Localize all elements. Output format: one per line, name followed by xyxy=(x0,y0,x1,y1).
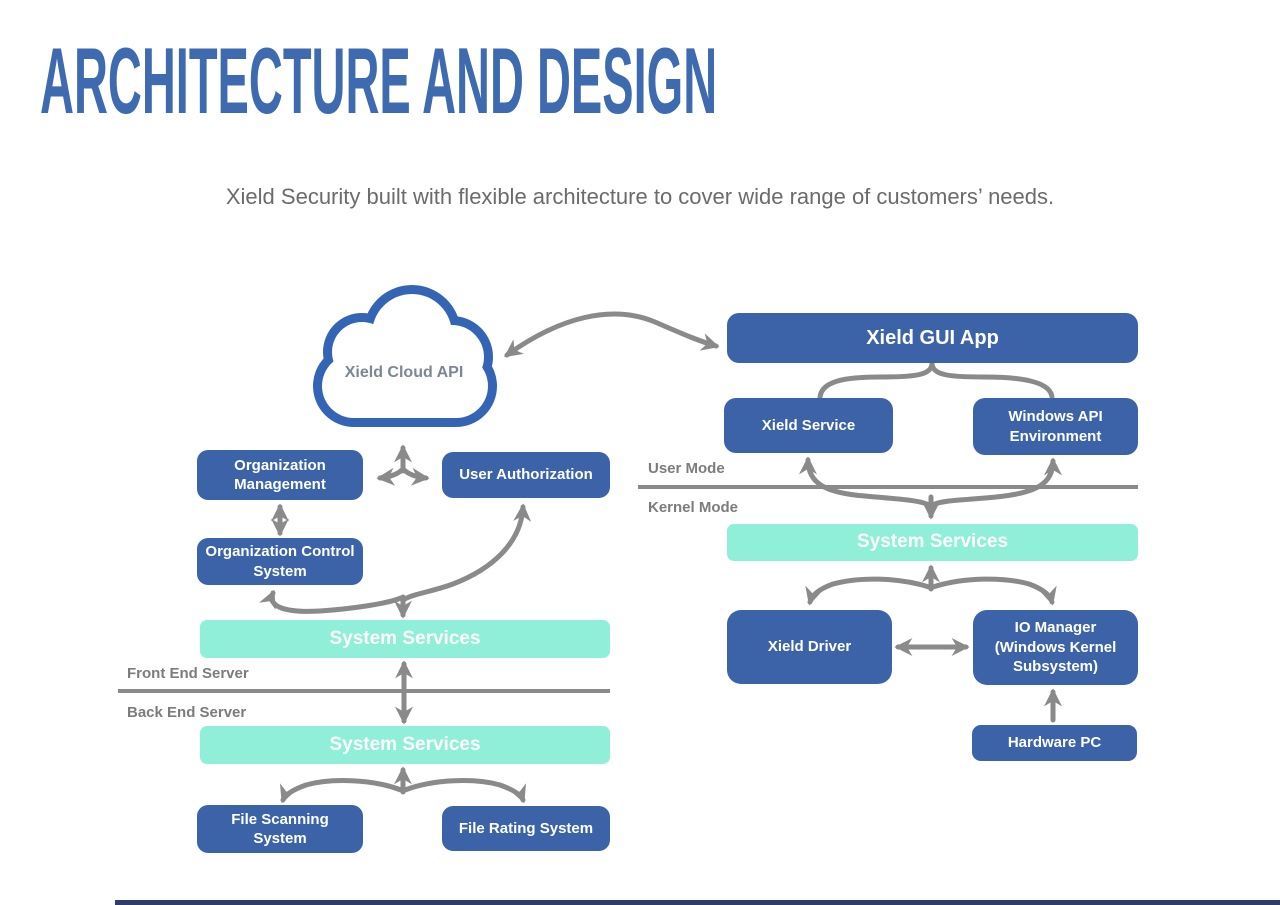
boundary-lines xyxy=(118,485,1138,693)
node-windows-api-environment: Windows API Environment xyxy=(973,398,1138,455)
node-xield-driver: Xield Driver xyxy=(727,610,892,684)
node-organization-control-system: Organization Control System xyxy=(197,538,363,585)
node-file-rating-system: File Rating System xyxy=(442,806,610,851)
node-system-services-kernel: System Services xyxy=(727,524,1138,561)
node-xield-gui-app: Xield GUI App xyxy=(727,313,1138,363)
node-system-services-front: System Services xyxy=(200,620,610,658)
cloud-icon xyxy=(313,285,497,427)
node-organization-management: Organization Management xyxy=(197,450,363,500)
label-front-end-server: Front End Server xyxy=(127,665,249,682)
node-system-services-back: System Services xyxy=(200,726,610,764)
label-user-mode: User Mode xyxy=(648,460,725,477)
label-kernel-mode: Kernel Mode xyxy=(648,499,739,516)
node-xield-service: Xield Service xyxy=(724,398,893,453)
node-hardware-pc: Hardware PC xyxy=(972,725,1137,761)
page-title: ARCHITECTURE AND DESIGN xyxy=(40,28,718,133)
node-io-manager: IO Manager (Windows Kernel Subsystem) xyxy=(973,610,1138,685)
arrows xyxy=(259,311,1062,804)
label-back-end-server: Back End Server xyxy=(127,704,247,721)
node-user-authorization: User Authorization xyxy=(442,452,610,498)
node-file-scanning-system: File Scanning System xyxy=(197,805,363,853)
cloud-api-node: Xield Cloud API xyxy=(344,364,464,381)
footer-accent-bar xyxy=(115,900,1280,905)
page-subtitle: Xield Security built with flexible archi… xyxy=(225,184,1055,209)
